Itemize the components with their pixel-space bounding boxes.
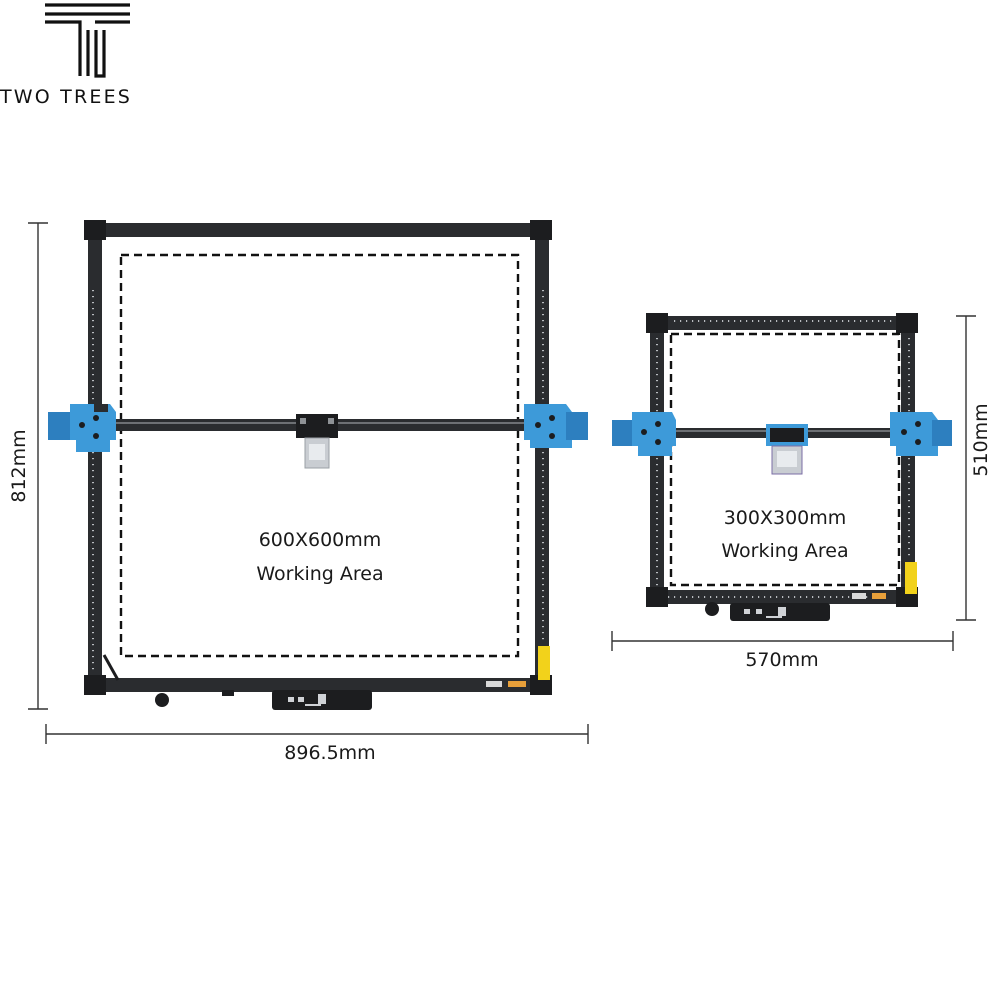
small-working-area [669, 332, 901, 587]
small-area-caption: Working Area [721, 540, 848, 562]
small-x-gantry [612, 412, 952, 475]
tt-monogram-icon [45, 3, 130, 78]
warning-label [538, 646, 550, 680]
warning-label [905, 562, 917, 594]
large-height-label: 812mm [8, 429, 30, 502]
small-height-label: 510mm [970, 403, 992, 476]
large-working-area [119, 253, 520, 658]
large-area-size: 600X600mm [259, 529, 382, 551]
small-width-label: 570mm [745, 649, 818, 671]
large-area-caption: Working Area [256, 563, 383, 585]
large-machine-frame [84, 220, 552, 710]
small-area-size: 300X300mm [724, 507, 847, 529]
large-width-label: 896.5mm [284, 742, 375, 764]
large-x-gantry [48, 404, 588, 469]
brand-name: TWO TREES [0, 86, 133, 108]
dimension-lines [28, 222, 976, 744]
